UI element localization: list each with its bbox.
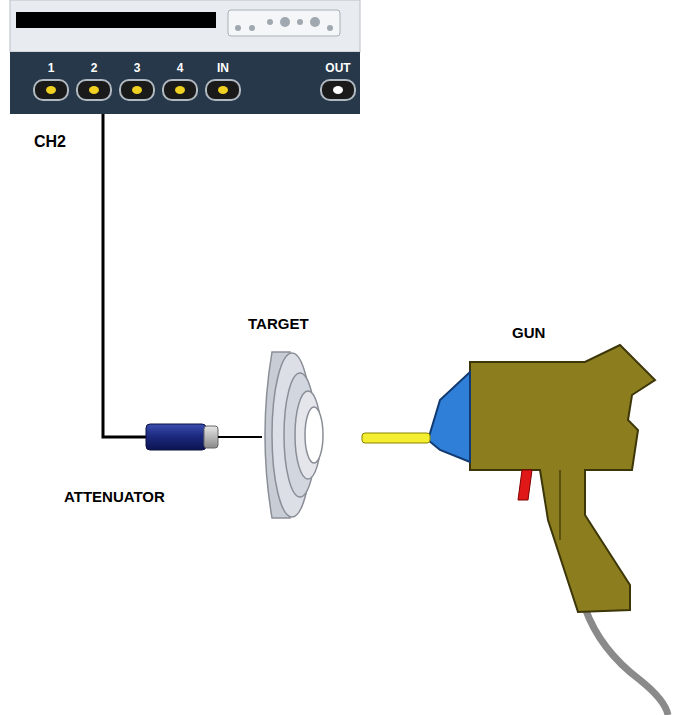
port-label: OUT (325, 62, 350, 74)
jack-rim (206, 80, 240, 100)
port-label: 2 (91, 62, 98, 74)
jack-rim (321, 80, 355, 100)
jack-pin (89, 86, 99, 94)
attenuator-cap (204, 426, 218, 448)
port-label: 3 (134, 62, 141, 74)
part-name: TARGET (248, 316, 309, 331)
gun-cable (585, 608, 668, 715)
port-label: 4 (177, 62, 184, 74)
port-label: 1 (48, 62, 55, 74)
esd-gun (362, 345, 668, 715)
jack-pin (175, 86, 185, 94)
attenuator-lead (218, 436, 262, 438)
part-name: GUN (512, 325, 545, 340)
control-knobs (235, 17, 333, 31)
target-disk (265, 352, 323, 518)
jack-rim (77, 80, 111, 100)
port-jacks (10, 52, 360, 114)
jack-rim (120, 80, 154, 100)
port-label: IN (217, 62, 229, 74)
jack-pin (132, 86, 142, 94)
jack-rim (163, 80, 197, 100)
control-panel (228, 10, 340, 36)
jack-rim (34, 80, 68, 100)
input-panel: 1 2 3 4 IN OUT (10, 52, 360, 114)
channel-label: CH2 (34, 134, 66, 150)
attenuator-body (146, 424, 206, 450)
jack-pin (218, 86, 228, 94)
jack-pin (333, 86, 343, 94)
jack-pin (46, 86, 56, 94)
probe-wire (103, 100, 148, 437)
instrument-housing (10, 0, 360, 52)
display-bar (16, 12, 216, 28)
part-name: ATTENUATOR (64, 489, 165, 504)
